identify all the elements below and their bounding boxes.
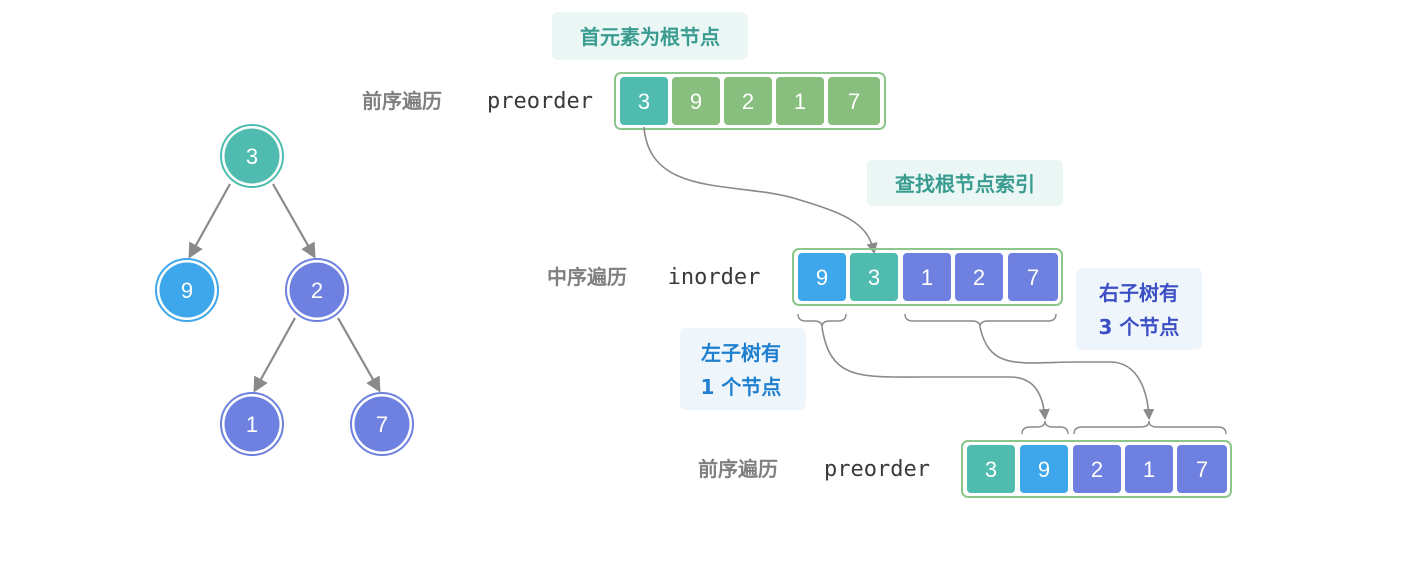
note-first-root: 首元素为根节点 bbox=[552, 12, 748, 60]
inorder-right-brace bbox=[904, 313, 1057, 328]
preorder-top-cell-3-label: 1 bbox=[794, 89, 806, 114]
preorder-bottom-cell-3-label: 1 bbox=[1143, 457, 1155, 482]
edge-3-2 bbox=[272, 183, 316, 259]
preorder-bottom-label-cn: 前序遍历 bbox=[698, 457, 778, 481]
tree-node-left: 9 bbox=[155, 258, 219, 322]
tree-node-right-label: 2 bbox=[311, 278, 323, 303]
preorder-top-cell-1-label: 9 bbox=[690, 89, 702, 114]
tree-node-right-left-label: 1 bbox=[246, 412, 258, 437]
preorder-top-cell-2-label: 2 bbox=[742, 89, 754, 114]
note-find-root-index: 查找根节点索引 bbox=[867, 160, 1063, 206]
inorder-cell-1-label: 3 bbox=[868, 265, 880, 290]
find-root-arrow bbox=[643, 126, 878, 255]
tree-node-root: 3 bbox=[220, 124, 284, 188]
left-subtree-arrow bbox=[821, 326, 1050, 421]
preorder-bottom-cell-2-label: 2 bbox=[1091, 457, 1103, 482]
inorder-cell-0 bbox=[798, 253, 846, 301]
tree-node-right-left: 1 bbox=[220, 392, 284, 456]
preorder-bottom-cell-0 bbox=[967, 445, 1015, 493]
inorder-label-code: inorder bbox=[668, 265, 761, 290]
preorder-top-cell-1 bbox=[672, 77, 720, 125]
inorder-frame bbox=[792, 248, 1063, 306]
inorder-cell-2-label: 1 bbox=[921, 265, 933, 290]
preorder-bottom-cell-2 bbox=[1073, 445, 1121, 493]
preorder-bottom-cell-1 bbox=[1020, 445, 1068, 493]
inorder-cell-0-label: 9 bbox=[816, 265, 828, 290]
note-left-subtree-line2: 1 个节点 bbox=[701, 375, 782, 399]
preorder-bottom-label-code: preorder bbox=[824, 457, 930, 482]
bottom-left-brace bbox=[1021, 420, 1069, 435]
inorder-cell-3-label: 2 bbox=[973, 265, 985, 290]
note-left-subtree-line1: 左子树有 bbox=[701, 341, 781, 365]
preorder-bottom-cell-4-label: 7 bbox=[1196, 457, 1208, 482]
preorder-row-top: 前序遍历 preorder 3 9 2 1 7 bbox=[362, 72, 886, 130]
bottom-right-brace bbox=[1073, 420, 1227, 435]
tree-node-right: 2 bbox=[285, 258, 349, 322]
note-left-subtree: 左子树有 1 个节点 bbox=[680, 328, 806, 410]
inorder-cell-3 bbox=[955, 253, 1003, 301]
inorder-row: 中序遍历 inorder 9 3 1 2 7 bbox=[547, 248, 1063, 306]
preorder-bottom-cell-3 bbox=[1125, 445, 1173, 493]
preorder-top-frame bbox=[614, 72, 886, 130]
right-subtree-arrow bbox=[979, 326, 1155, 421]
preorder-top-cell-2 bbox=[724, 77, 772, 125]
preorder-top-cell-3 bbox=[776, 77, 824, 125]
preorder-bottom-cell-1-label: 9 bbox=[1038, 457, 1050, 482]
inorder-cell-4 bbox=[1008, 253, 1058, 301]
preorder-top-label-code: preorder bbox=[487, 89, 593, 114]
edge-2-7 bbox=[337, 317, 381, 393]
inorder-label-cn: 中序遍历 bbox=[547, 265, 627, 289]
tree-node-root-label: 3 bbox=[246, 144, 258, 169]
inorder-cell-2 bbox=[903, 253, 951, 301]
binary-tree: 3 9 2 1 7 bbox=[155, 124, 414, 456]
preorder-bottom-cell-4 bbox=[1177, 445, 1227, 493]
note-right-subtree: 右子树有 3 个节点 bbox=[1076, 268, 1202, 350]
preorder-top-cell-4 bbox=[828, 77, 880, 125]
preorder-bottom-cell-0-label: 3 bbox=[985, 457, 997, 482]
note-right-subtree-line1: 右子树有 bbox=[1099, 281, 1179, 305]
preorder-top-cell-0 bbox=[620, 77, 668, 125]
tree-node-left-label: 9 bbox=[181, 278, 193, 303]
note-find-root-index-text: 查找根节点索引 bbox=[895, 172, 1035, 196]
preorder-top-label-cn: 前序遍历 bbox=[362, 89, 442, 113]
preorder-bottom-frame bbox=[961, 440, 1232, 498]
tree-node-right-right-label: 7 bbox=[376, 412, 388, 437]
inorder-cell-1 bbox=[850, 253, 898, 301]
inorder-cell-4-label: 7 bbox=[1027, 265, 1039, 290]
inorder-left-brace bbox=[797, 313, 847, 328]
note-right-subtree-line2: 3 个节点 bbox=[1099, 315, 1180, 339]
note-first-root-text: 首元素为根节点 bbox=[580, 25, 720, 49]
tree-node-right-right: 7 bbox=[350, 392, 414, 456]
preorder-top-cell-0-label: 3 bbox=[638, 89, 650, 114]
edge-3-9 bbox=[188, 183, 231, 259]
edge-2-1 bbox=[253, 317, 296, 393]
preorder-top-cell-4-label: 7 bbox=[848, 89, 860, 114]
preorder-row-bottom: 前序遍历 preorder 3 9 2 1 7 bbox=[698, 440, 1232, 498]
